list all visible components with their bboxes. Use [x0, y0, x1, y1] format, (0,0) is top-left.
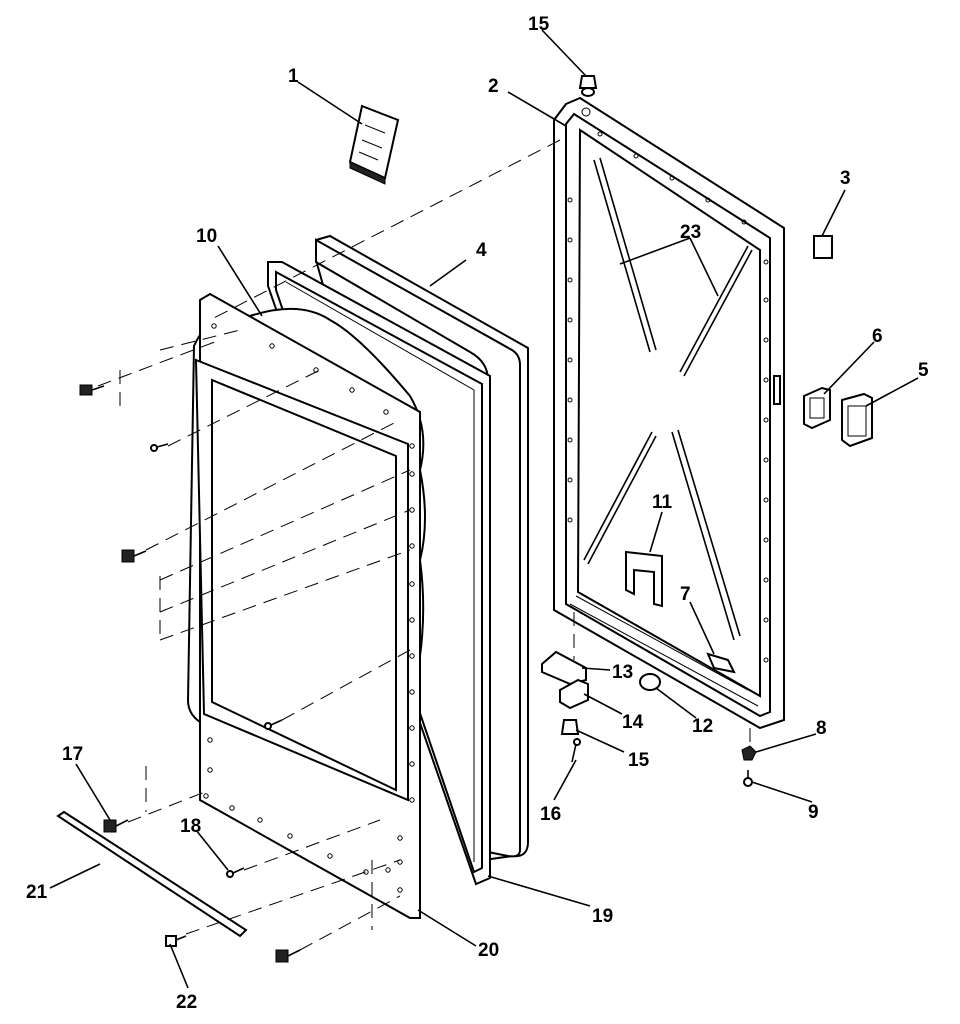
callout-19: 19	[592, 906, 613, 927]
callout-17: 17	[62, 744, 83, 765]
alignment-lines	[97, 139, 751, 951]
callout-15-bottom: 15	[628, 750, 650, 771]
callout-14: 14	[622, 712, 644, 733]
part-3-plug	[813, 235, 833, 259]
callout-12: 12	[692, 716, 713, 737]
callout-11: 11	[652, 492, 673, 513]
callout-9: 9	[808, 802, 819, 823]
part-12-bushing	[639, 673, 661, 691]
callout-1: 1	[288, 66, 299, 87]
part-2-back-panel	[553, 96, 785, 730]
part-7-clip	[706, 652, 736, 674]
screw-set	[79, 384, 301, 963]
part-5-handle-pocket	[841, 392, 873, 448]
callout-20: 20	[478, 940, 499, 961]
part-21-rod	[56, 810, 248, 938]
part-16-screw	[571, 738, 581, 763]
part-13-hinge-plate	[541, 650, 587, 686]
part-9-screw	[743, 770, 753, 787]
callout-4: 4	[476, 240, 487, 261]
callout-23: 23	[680, 222, 701, 243]
callout-21: 21	[26, 882, 48, 903]
part-6-bezel	[803, 386, 831, 430]
callout-2: 2	[488, 76, 499, 97]
part-20-outer-door	[194, 292, 421, 919]
part-8-nut	[741, 745, 757, 761]
part-15-bottom-plug	[560, 719, 580, 735]
callout-22: 22	[176, 992, 197, 1013]
part-11-bracket	[625, 550, 663, 608]
callout-18: 18	[180, 816, 201, 837]
callout-7: 7	[680, 584, 691, 605]
callout-8: 8	[816, 718, 827, 739]
callout-13: 13	[612, 662, 633, 683]
part-14-hinge	[559, 678, 589, 710]
callout-10: 10	[196, 226, 217, 247]
callout-5: 5	[918, 360, 929, 381]
callout-3: 3	[840, 168, 851, 189]
callout-6: 6	[872, 326, 883, 347]
leader-lines	[49, 29, 919, 989]
part-15-top-plug	[578, 75, 598, 97]
callout-15-top: 15	[528, 14, 550, 35]
part-1-card	[348, 104, 400, 185]
callout-labels: 1 2 3 4 5 6 7 8 9 10 11 12 13 14 15 15 1…	[26, 14, 929, 1013]
callout-16: 16	[540, 804, 561, 825]
